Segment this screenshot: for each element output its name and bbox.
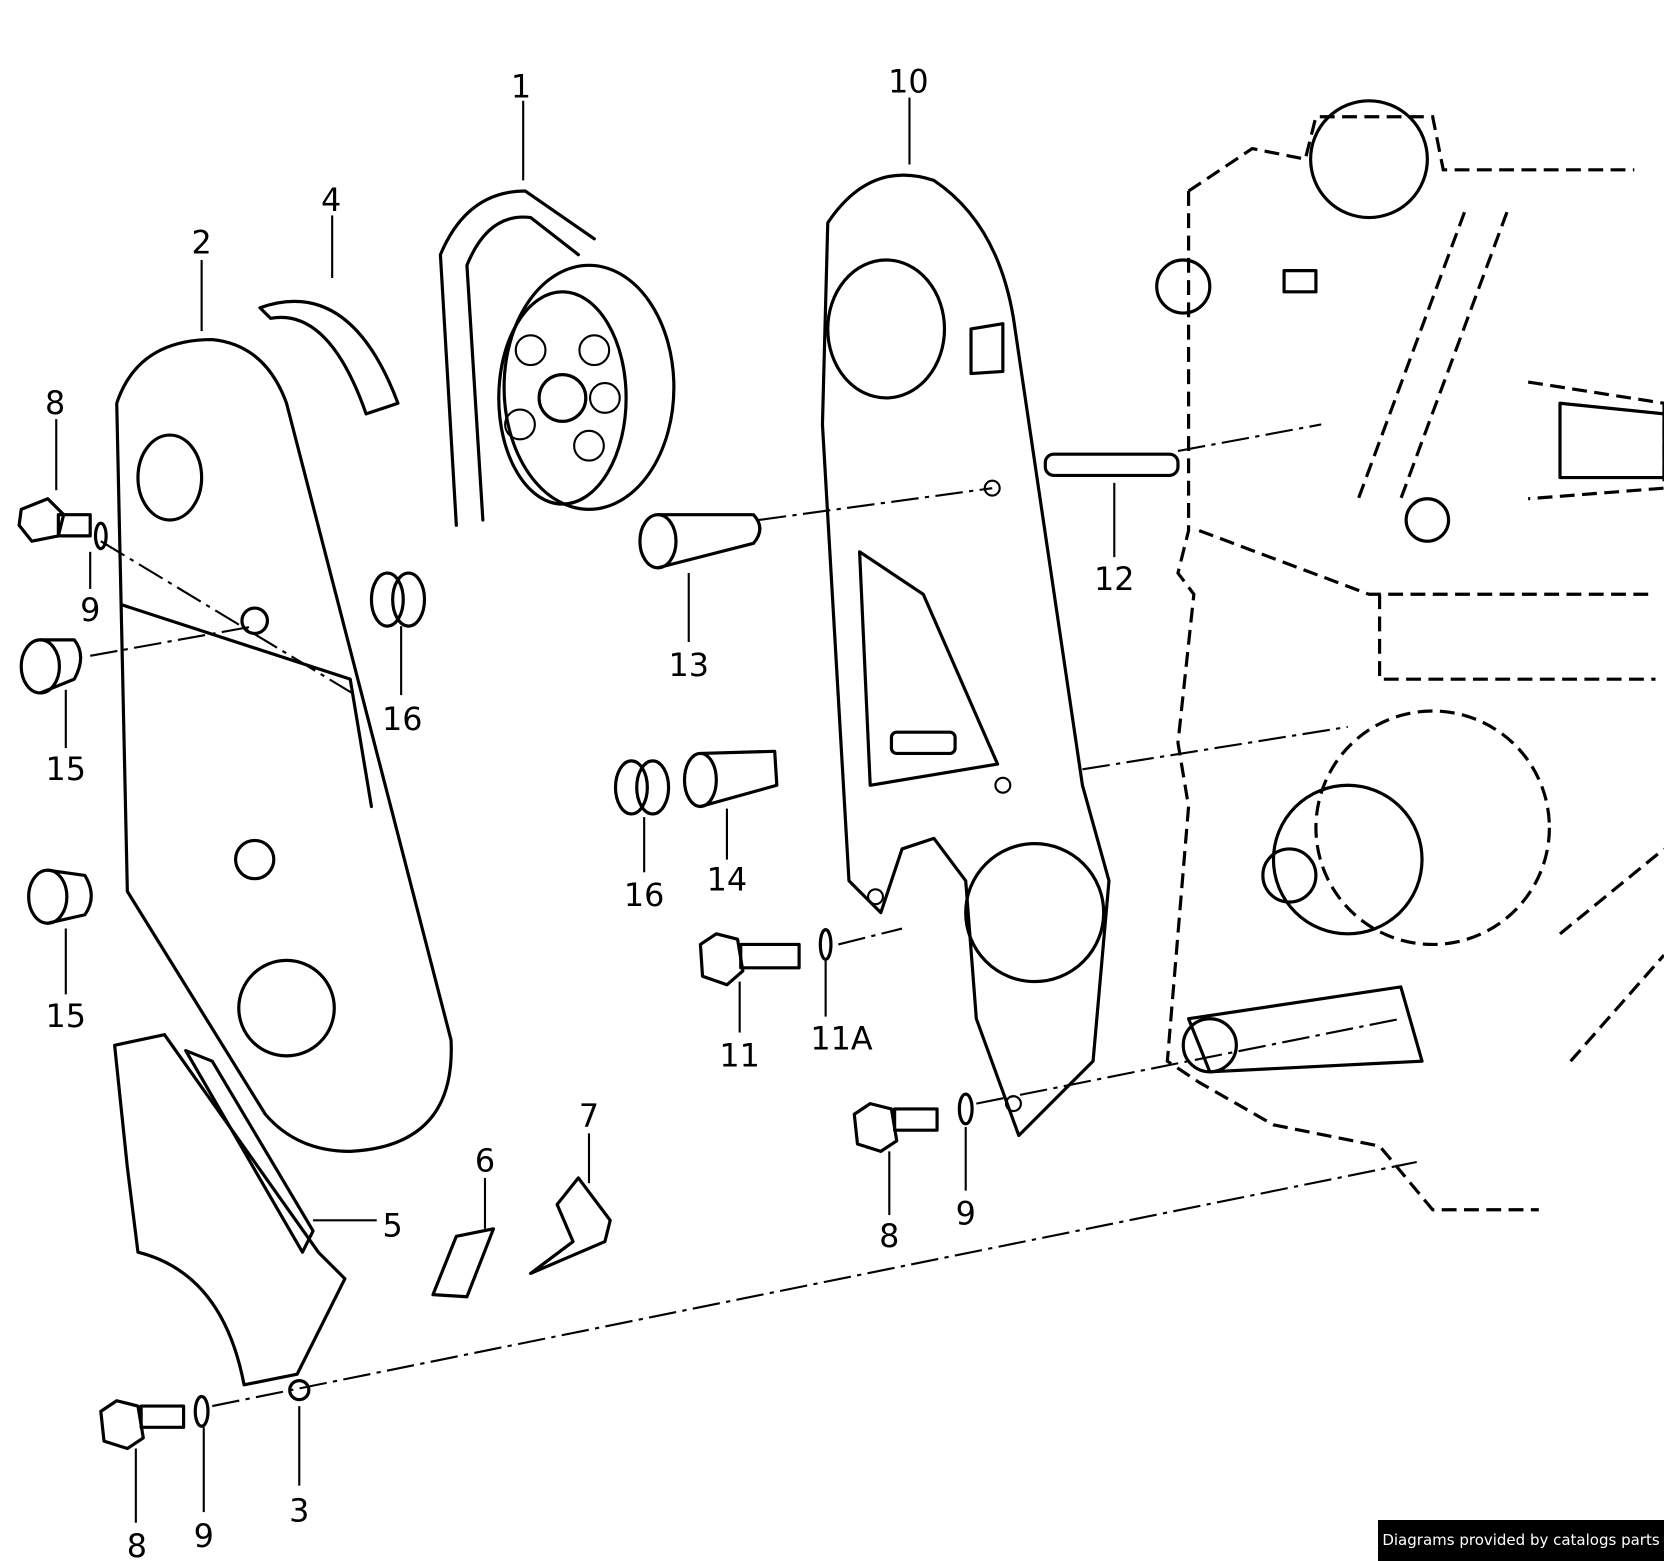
guard-strip-upper [258, 299, 400, 416]
label-8: 8 [127, 1527, 147, 1561]
label-8: 8 [879, 1217, 899, 1255]
bolt-11 [698, 928, 833, 987]
label-13: 13 [668, 646, 709, 684]
label-2: 2 [191, 224, 211, 262]
bushing-15-upper [19, 638, 83, 695]
engine-block [1155, 99, 1664, 1212]
camshaft-sprocket [497, 263, 676, 511]
label-7: 7 [579, 1097, 599, 1135]
label-16: 16 [382, 700, 423, 738]
belt-cover-lower [113, 1033, 347, 1402]
bolt-8-upper-left [17, 497, 108, 551]
sleeve-13 [638, 513, 762, 570]
sleeve-14 [682, 749, 779, 809]
label-6: 6 [475, 1142, 495, 1180]
label-15: 15 [46, 750, 87, 788]
label-16: 16 [624, 876, 665, 914]
bushing-15-lower [27, 868, 93, 925]
stud-12 [1043, 452, 1180, 478]
label-4: 4 [321, 181, 341, 219]
belt-cover-upper [115, 337, 453, 1153]
label-11: 11 [719, 1036, 760, 1074]
grommet-16-left [369, 571, 427, 628]
clip-6 [431, 1227, 496, 1299]
attribution-caption: Diagrams provided by catalogs parts [1378, 1520, 1664, 1561]
label-10: 10 [888, 62, 929, 100]
label-12: 12 [1094, 560, 1135, 598]
callout-labels: 1 10 4 2 8 9 16 15 15 13 12 16 14 11 11A… [45, 62, 1134, 1561]
label-3: 3 [289, 1492, 309, 1530]
alignment-lines [90, 423, 1417, 1408]
leader-lines [55, 97, 1116, 1523]
label-9: 9 [194, 1517, 214, 1555]
bolt-center [889, 730, 957, 756]
timing-belt [438, 189, 596, 527]
label-8: 8 [45, 384, 65, 422]
grommet-16-center [613, 759, 671, 816]
bolt-8-lower [99, 1394, 210, 1451]
bolt-8-center [852, 1092, 974, 1153]
clip-7 [529, 1176, 612, 1276]
label-9: 9 [80, 591, 100, 629]
label-9: 9 [956, 1195, 976, 1233]
belt-cover-rear [820, 173, 1111, 1138]
label-15: 15 [46, 997, 87, 1035]
label-11a: 11A [810, 1020, 873, 1058]
label-14: 14 [707, 860, 748, 898]
label-1: 1 [511, 68, 531, 106]
label-5: 5 [383, 1206, 403, 1244]
